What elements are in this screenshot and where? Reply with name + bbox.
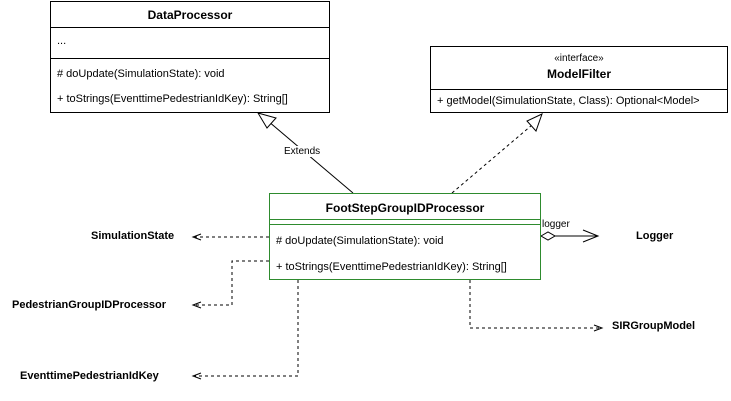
method-to-strings: + toStrings(EventtimePedestrianIdKey): S…	[276, 261, 507, 273]
type-logger[interactable]: Logger	[636, 230, 674, 242]
class-attributes: ...	[57, 35, 67, 47]
eventtime-key-arrowhead	[191, 372, 202, 380]
type-pedestrian-group-id-processor[interactable]: PedestrianGroupIDProcessor	[12, 299, 167, 311]
type-eventtime-pedestrian-id-key[interactable]: EventtimePedestrianIdKey	[20, 370, 159, 382]
class-foot-step-group-id-processor[interactable]: FootStepGroupIDProcessor # doUpdate(Simu…	[269, 193, 541, 280]
pedestrian-group-dependency	[195, 260, 269, 306]
simulation-state-arrowhead	[191, 233, 202, 241]
interface-name: ModelFilter	[546, 67, 611, 81]
class-data-processor[interactable]: DataProcessor ... # doUpdate(SimulationS…	[50, 1, 330, 113]
method-do-update: # doUpdate(SimulationState): void	[57, 68, 225, 80]
sir-model-dependency	[469, 280, 600, 329]
extends-edge	[267, 120, 354, 194]
class-name: FootStepGroupIDProcessor	[325, 201, 485, 215]
extends-label: Extends	[284, 146, 321, 157]
method-to-strings: + toStrings(EventtimePedestrianIdKey): S…	[57, 93, 288, 105]
pedestrian-group-arrowhead	[191, 301, 202, 309]
interface-model-filter[interactable]: «interface» ModelFilter + getModel(Simul…	[430, 46, 728, 113]
method-do-update: # doUpdate(SimulationState): void	[276, 235, 444, 247]
implements-arrowhead	[526, 113, 543, 132]
sir-model-arrowhead	[593, 324, 604, 332]
type-simulation-state[interactable]: SimulationState	[91, 230, 175, 242]
implements-edge	[451, 124, 533, 194]
logger-label: logger	[542, 219, 570, 230]
logger-arrowhead	[582, 229, 600, 243]
aggregation-diamond	[539, 231, 557, 241]
type-sir-group-model[interactable]: SIRGroupModel	[612, 320, 696, 332]
stereotype-label: «interface»	[554, 53, 604, 64]
eventtime-key-dependency	[195, 280, 299, 377]
class-name: DataProcessor	[147, 8, 233, 22]
method-get-model: + getModel(SimulationState, Class): Opti…	[437, 95, 700, 107]
extends-arrowhead	[256, 112, 277, 129]
